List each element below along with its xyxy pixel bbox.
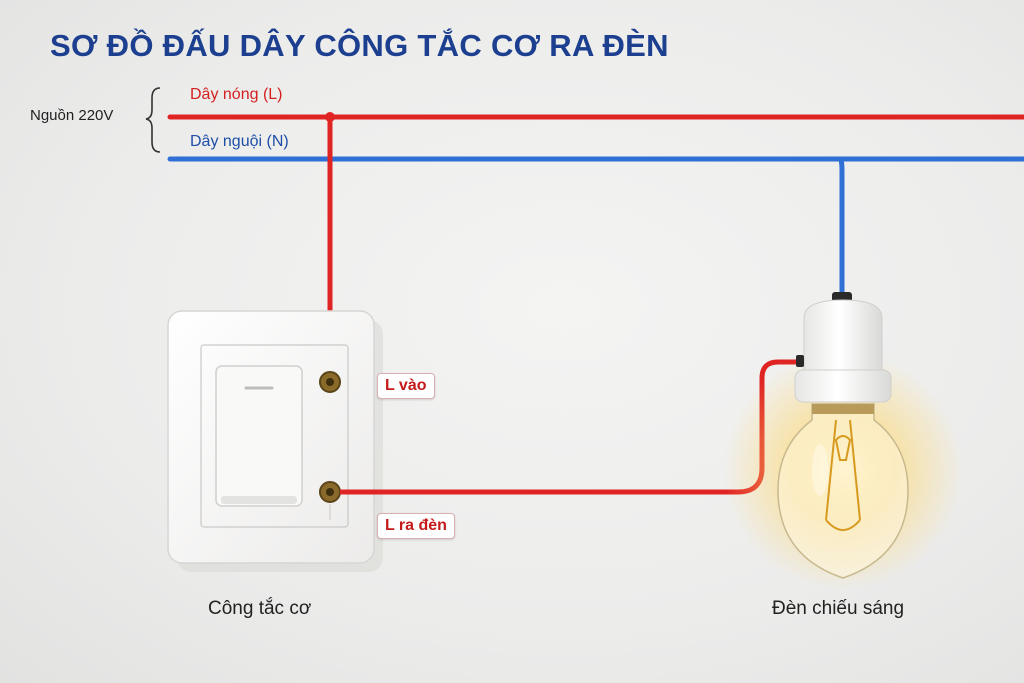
hot-wire-label: Dây nóng (L) bbox=[190, 86, 283, 103]
filament bbox=[825, 419, 861, 531]
lamp-caption: Đèn chiếu sáng bbox=[772, 598, 905, 619]
lamp-socket bbox=[794, 292, 892, 403]
source-label: Nguồn 220V bbox=[30, 107, 114, 124]
switch-rocker bbox=[215, 365, 303, 507]
neutral-drop-wire bbox=[838, 156, 1012, 298]
hot-junction bbox=[325, 112, 335, 122]
switch-caption: Công tắc cơ bbox=[208, 598, 312, 619]
light-bulb bbox=[777, 403, 909, 579]
source-brace bbox=[145, 87, 161, 153]
mechanical-switch bbox=[167, 310, 383, 572]
terminal-in-label: L vào bbox=[377, 373, 435, 399]
terminal-out-label: L ra đèn bbox=[377, 513, 455, 539]
diagram-title: SƠ ĐỒ ĐẤU DÂY CÔNG TẮC CƠ RA ĐÈN bbox=[50, 28, 669, 63]
neutral-wire-label: Dây nguội (N) bbox=[190, 133, 289, 150]
